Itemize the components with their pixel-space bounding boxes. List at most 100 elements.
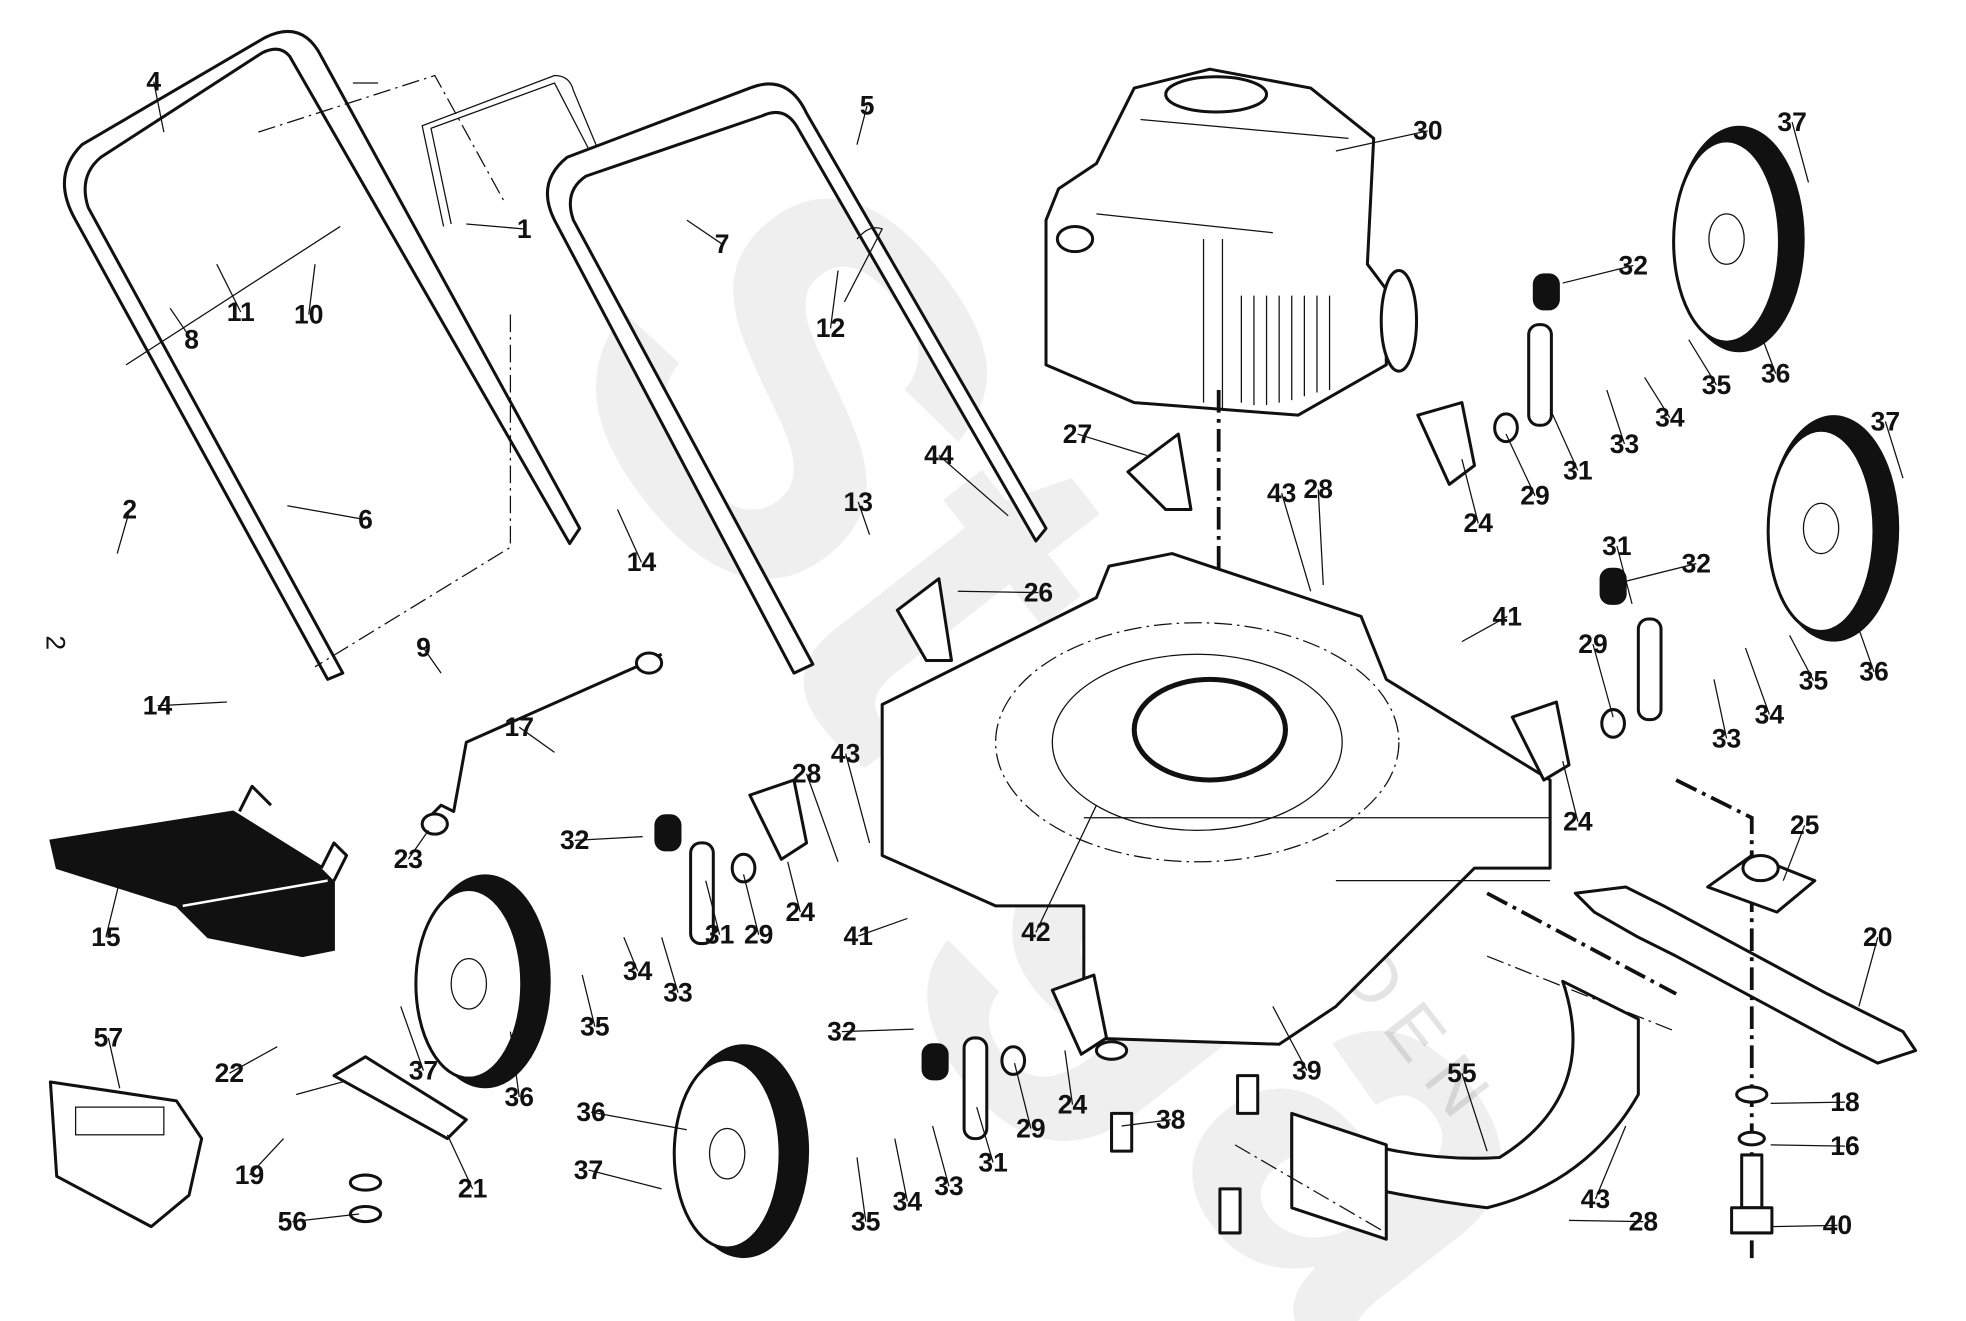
part-label-hubcap-nut-r2[interactable]: 37 [1871, 406, 1900, 436]
part-label-locknut-mid[interactable]: 28 [792, 759, 821, 789]
part-label-wheel-r1[interactable]: 36 [1761, 358, 1790, 388]
part-label-engine[interactable]: 30 [1413, 116, 1442, 146]
part-label-height-adjuster-plate-r1[interactable]: 24 [1464, 508, 1494, 538]
part-label-mulch-plug[interactable]: 57 [94, 1023, 123, 1053]
part-label-bracket[interactable]: 21 [458, 1174, 487, 1204]
part-label-deflector-shield[interactable]: 55 [1447, 1058, 1476, 1088]
part-label-right-handle-upper[interactable]: 5 [860, 91, 875, 121]
leader-line-locknut-bottom [1569, 1219, 1644, 1223]
left-handle-drawing [63, 29, 582, 681]
part-label-engine-bolt-left[interactable]: 41 [844, 921, 873, 951]
part-label-adjust-lever-l1[interactable]: 33 [663, 977, 692, 1007]
part-label-height-bracket-l2[interactable]: 31 [978, 1147, 1007, 1177]
part-label-lever-knob-l2[interactable]: 32 [827, 1016, 856, 1046]
part-label-lever-screw[interactable]: 11 [227, 297, 255, 327]
part-label-shoulder-bolt-r1[interactable]: 35 [1702, 370, 1731, 400]
part-label-blade-bell-washer[interactable]: 18 [1830, 1087, 1859, 1117]
part-label-adjust-lever-l2[interactable]: 33 [934, 1171, 963, 1201]
part-label-hair-pin-clip[interactable]: 13 [844, 487, 873, 517]
part-label-deck-bolt[interactable]: 38 [1156, 1105, 1185, 1135]
part-label-spacer-r1[interactable]: 29 [1520, 481, 1549, 511]
part-label-washer-r2[interactable]: 34 [1755, 699, 1785, 729]
part-label-flange-nut-bottom[interactable]: 43 [1581, 1184, 1610, 1214]
part-label-height-adjuster-plate-l2[interactable]: 24 [1058, 1089, 1088, 1119]
part-label-throttle-control-rod[interactable]: 1 [517, 214, 532, 244]
part-label-height-bracket-r2[interactable]: 31 [1602, 531, 1631, 561]
part-labels: 1245678910111213141415161718192021222324… [91, 67, 1900, 1241]
part-label-flange-nuts[interactable]: 56 [278, 1206, 307, 1236]
part-label-wheel-l1[interactable]: 36 [505, 1082, 534, 1112]
part-label-knob-bolt-assembly[interactable]: 2 [122, 494, 137, 524]
part-label-rod[interactable]: 22 [215, 1058, 244, 1088]
part-label-height-bracket-l1[interactable]: 31 [705, 920, 734, 950]
part-label-deck-plug[interactable]: 42 [1021, 917, 1050, 947]
part-label-adjust-lever-r2[interactable]: 33 [1712, 723, 1741, 753]
part-label-mower-deck[interactable]: 39 [1292, 1055, 1321, 1085]
part-label-axle-nut[interactable]: 17 [505, 712, 534, 742]
part-label-shoulder-bolt-r2[interactable]: 35 [1799, 665, 1828, 695]
leader-line-rear-flap [105, 880, 121, 938]
part-label-blade-adapter[interactable]: 25 [1790, 810, 1819, 840]
part-label-locknut-top[interactable]: 28 [1304, 474, 1333, 504]
leader-line-blade-bell-washer [1770, 1101, 1846, 1104]
part-label-hubcap-nut-l1[interactable]: 37 [409, 1055, 438, 1085]
part-label-lever-knob-l1[interactable]: 32 [560, 825, 589, 855]
part-label-cable-guide[interactable]: 44 [924, 440, 954, 470]
part-label-handle-bolt[interactable]: 7 [715, 229, 730, 259]
right-handle-drawing [545, 82, 1048, 675]
part-label-left-handle-upper[interactable]: 4 [146, 67, 161, 97]
part-label-blade-washer[interactable]: 16 [1830, 1131, 1859, 1161]
part-label-washer-l2[interactable]: 34 [893, 1186, 923, 1216]
leader-line-hubcap-nut-r1 [1791, 121, 1810, 183]
part-label-cable-tie[interactable]: 10 [294, 299, 323, 329]
leader-line-flange-nuts [292, 1213, 360, 1223]
part-label-blade-bolt[interactable]: 40 [1823, 1210, 1852, 1240]
part-label-adjust-lever-r1[interactable]: 33 [1610, 429, 1639, 459]
part-label-washer-r1[interactable]: 34 [1655, 403, 1685, 433]
leader-line-spacer-l1 [742, 874, 760, 935]
part-label-shoulder-bolt-l1[interactable]: 35 [580, 1011, 609, 1041]
page-marker: 2 [41, 635, 71, 650]
mulch-plug-drawing [48, 1080, 204, 1229]
wheel-front-left-top [414, 874, 551, 1089]
wheel-rear-right-top [1672, 125, 1805, 353]
part-label-shoulder-bolt-l2[interactable]: 35 [851, 1206, 880, 1236]
part-label-spring[interactable]: 19 [235, 1160, 264, 1190]
part-label-hubcap-nut-r1[interactable]: 37 [1777, 107, 1806, 137]
part-label-spacer-l1[interactable]: 29 [744, 920, 773, 950]
part-label-handle-nut[interactable]: 6 [358, 504, 373, 534]
part-label-rear-flap[interactable]: 15 [91, 922, 120, 952]
part-label-spacer-r2[interactable]: 29 [1578, 629, 1607, 659]
part-label-control-lever[interactable]: 8 [184, 325, 199, 355]
part-label-handle-knob-right[interactable]: 14 [627, 547, 657, 577]
leader-line-lever-knob-l2 [841, 1028, 914, 1033]
blade-drawing [1486, 778, 1918, 1259]
part-label-wheel-r2[interactable]: 36 [1859, 657, 1888, 687]
leader-line-deflector-shield [1461, 1072, 1488, 1152]
part-label-handle-bracket-right[interactable]: 27 [1063, 419, 1092, 449]
part-label-wheel-l2[interactable]: 36 [576, 1097, 605, 1127]
part-label-height-bracket-r1[interactable]: 31 [1563, 455, 1592, 485]
part-label-lever-knob-r2[interactable]: 32 [1682, 548, 1711, 578]
part-label-blade[interactable]: 20 [1863, 922, 1892, 952]
part-label-locknut-bottom[interactable]: 28 [1629, 1206, 1658, 1236]
part-label-height-adjuster-plate-r2[interactable]: 24 [1563, 806, 1593, 836]
part-label-handle-knob-left[interactable]: 14 [143, 691, 173, 721]
part-label-lever-knob-r1[interactable]: 32 [1619, 250, 1648, 280]
engine-drawing [1044, 67, 1419, 781]
part-label-height-adjust-bolt[interactable]: 9 [416, 633, 431, 663]
part-label-hubcap-nut-l2[interactable]: 37 [574, 1155, 603, 1185]
part-label-washer-l1[interactable]: 34 [623, 956, 653, 986]
leader-line-wheel-r1 [1757, 326, 1777, 374]
leader-line-shoulder-bolt-r2 [1789, 635, 1815, 681]
part-label-engine-bolt-right[interactable]: 41 [1493, 601, 1522, 631]
part-label-flange-nut-mid[interactable]: 43 [831, 738, 860, 768]
part-label-handle-bracket-left[interactable]: 26 [1024, 577, 1053, 607]
part-label-height-adjuster-plate-l1[interactable]: 24 [786, 897, 816, 927]
leader-line-hubcap-nut-l1 [400, 1006, 425, 1071]
part-label-rear-axle-link[interactable]: 23 [394, 844, 423, 874]
part-label-cable-clip[interactable]: 12 [816, 313, 845, 343]
part-label-flange-nut-top[interactable]: 43 [1267, 478, 1296, 508]
part-label-spacer-l2[interactable]: 29 [1016, 1113, 1045, 1143]
